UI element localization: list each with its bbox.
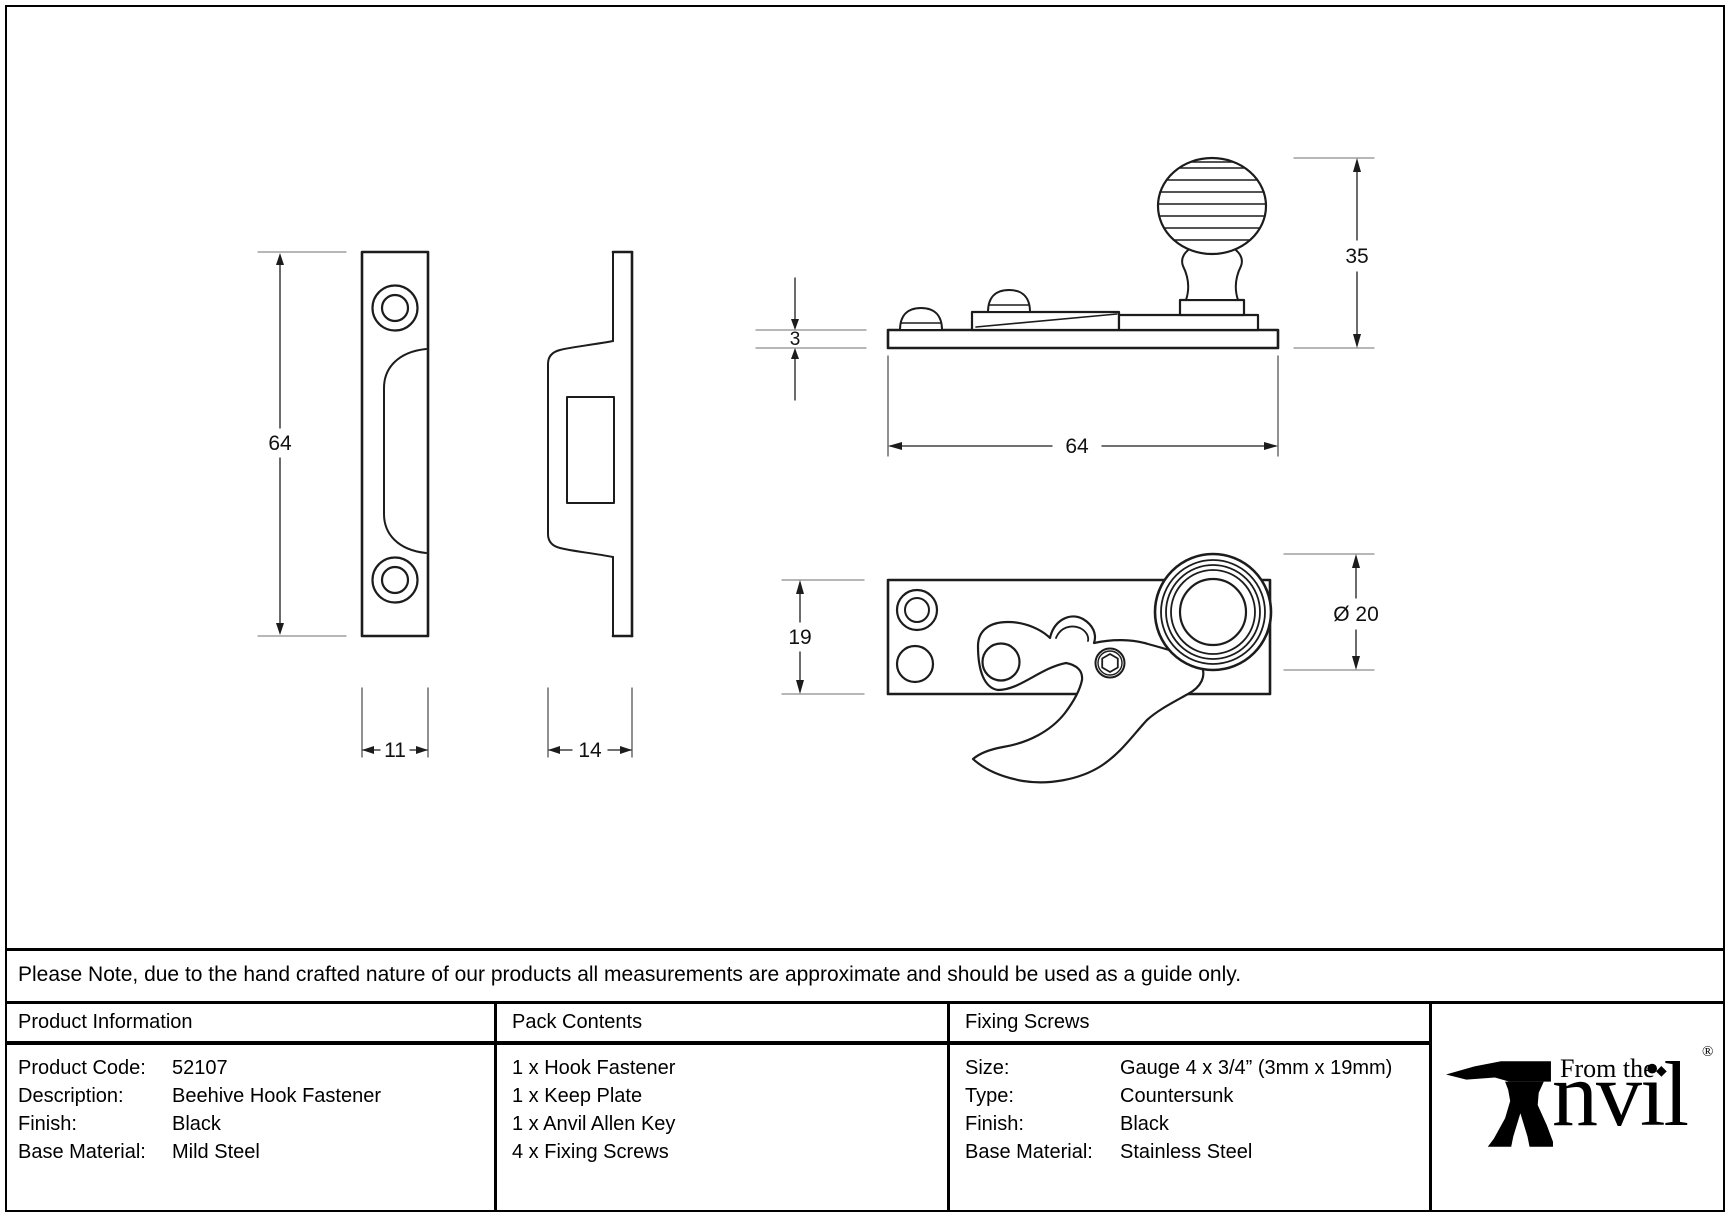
screw-type-label: Type: xyxy=(965,1085,1014,1107)
fastener-top-view xyxy=(886,552,1273,784)
from-the-anvil-logo: nvil From the ◆ ® xyxy=(1440,1040,1724,1170)
fastener-side-view xyxy=(886,156,1280,350)
dim-keep-height: 64 xyxy=(257,251,347,637)
dim-keep-depth: 14 xyxy=(547,687,633,762)
dim-label-knob-diameter: Ø 20 xyxy=(1333,603,1379,626)
dim-label-keep-height: 64 xyxy=(268,432,292,455)
brand-name-text: nvil xyxy=(1552,1043,1689,1145)
pack-item-2: 1 x Keep Plate xyxy=(512,1085,643,1107)
header-row-bottom-border xyxy=(7,1041,1431,1045)
dim-label-keep-width: 11 xyxy=(384,739,406,762)
product-information-header: Product Information xyxy=(18,1011,193,1033)
header-row-top-border xyxy=(7,1001,1723,1004)
dim-fastener-length: 64 xyxy=(887,355,1279,458)
col-divider-3 xyxy=(1429,1001,1432,1210)
finish-value: Black xyxy=(172,1113,221,1135)
dim-plate-width: 19 xyxy=(781,579,865,695)
dim-knob-diameter: Ø 20 xyxy=(1283,553,1386,671)
measurement-note: Please Note, due to the hand crafted nat… xyxy=(18,963,1242,986)
pack-item-4: 4 x Fixing Screws xyxy=(512,1141,669,1163)
dim-fastener-height: 35 xyxy=(1293,157,1375,349)
base-material-label: Base Material: xyxy=(18,1141,146,1163)
pack-contents-header: Pack Contents xyxy=(512,1011,643,1033)
diamond-icon: ◆ xyxy=(1656,1062,1667,1078)
registered-trademark: ® xyxy=(1702,1044,1714,1060)
pack-item-1: 1 x Hook Fastener xyxy=(512,1057,676,1079)
keep-plate-front-view xyxy=(360,250,430,638)
base-material-value: Mild Steel xyxy=(172,1141,260,1163)
note-row-top-border xyxy=(7,948,1723,951)
screw-type-value: Countersunk xyxy=(1120,1085,1234,1107)
product-code-value: 52107 xyxy=(172,1057,228,1079)
dim-label-fastener-height: 35 xyxy=(1345,245,1368,268)
dim-label-plate-width: 19 xyxy=(788,626,811,649)
technical-drawings: 64 11 1 xyxy=(257,156,1386,784)
keep-plate-side-view xyxy=(547,250,634,638)
fixing-screws-header: Fixing Screws xyxy=(965,1011,1090,1033)
screw-finish-value: Black xyxy=(1120,1113,1169,1135)
hook-catch-outline xyxy=(971,615,1205,784)
dim-label-base-thickness: 3 xyxy=(790,329,801,350)
pack-item-3: 1 x Anvil Allen Key xyxy=(512,1113,676,1135)
product-code-label: Product Code: xyxy=(18,1057,146,1079)
finish-label: Finish: xyxy=(18,1113,77,1135)
col-divider-2 xyxy=(947,1001,950,1210)
dim-label-fastener-length: 64 xyxy=(1065,435,1089,458)
dim-base-thickness: 3 xyxy=(755,277,867,401)
screw-material-value: Stainless Steel xyxy=(1120,1141,1253,1163)
screw-material-label: Base Material: xyxy=(965,1141,1093,1163)
anvil-icon xyxy=(1446,1061,1553,1147)
screw-size-label: Size: xyxy=(965,1057,1010,1079)
dim-label-keep-depth: 14 xyxy=(578,739,602,762)
screw-finish-label: Finish: xyxy=(965,1113,1024,1135)
screw-size-value: Gauge 4 x 3/4” (3mm x 19mm) xyxy=(1120,1057,1393,1079)
from-the-text: From the xyxy=(1560,1054,1655,1083)
description-value: Beehive Hook Fastener xyxy=(172,1085,382,1107)
col-divider-1 xyxy=(494,1001,497,1210)
description-label: Description: xyxy=(18,1085,124,1107)
dim-keep-width: 11 xyxy=(361,687,429,762)
